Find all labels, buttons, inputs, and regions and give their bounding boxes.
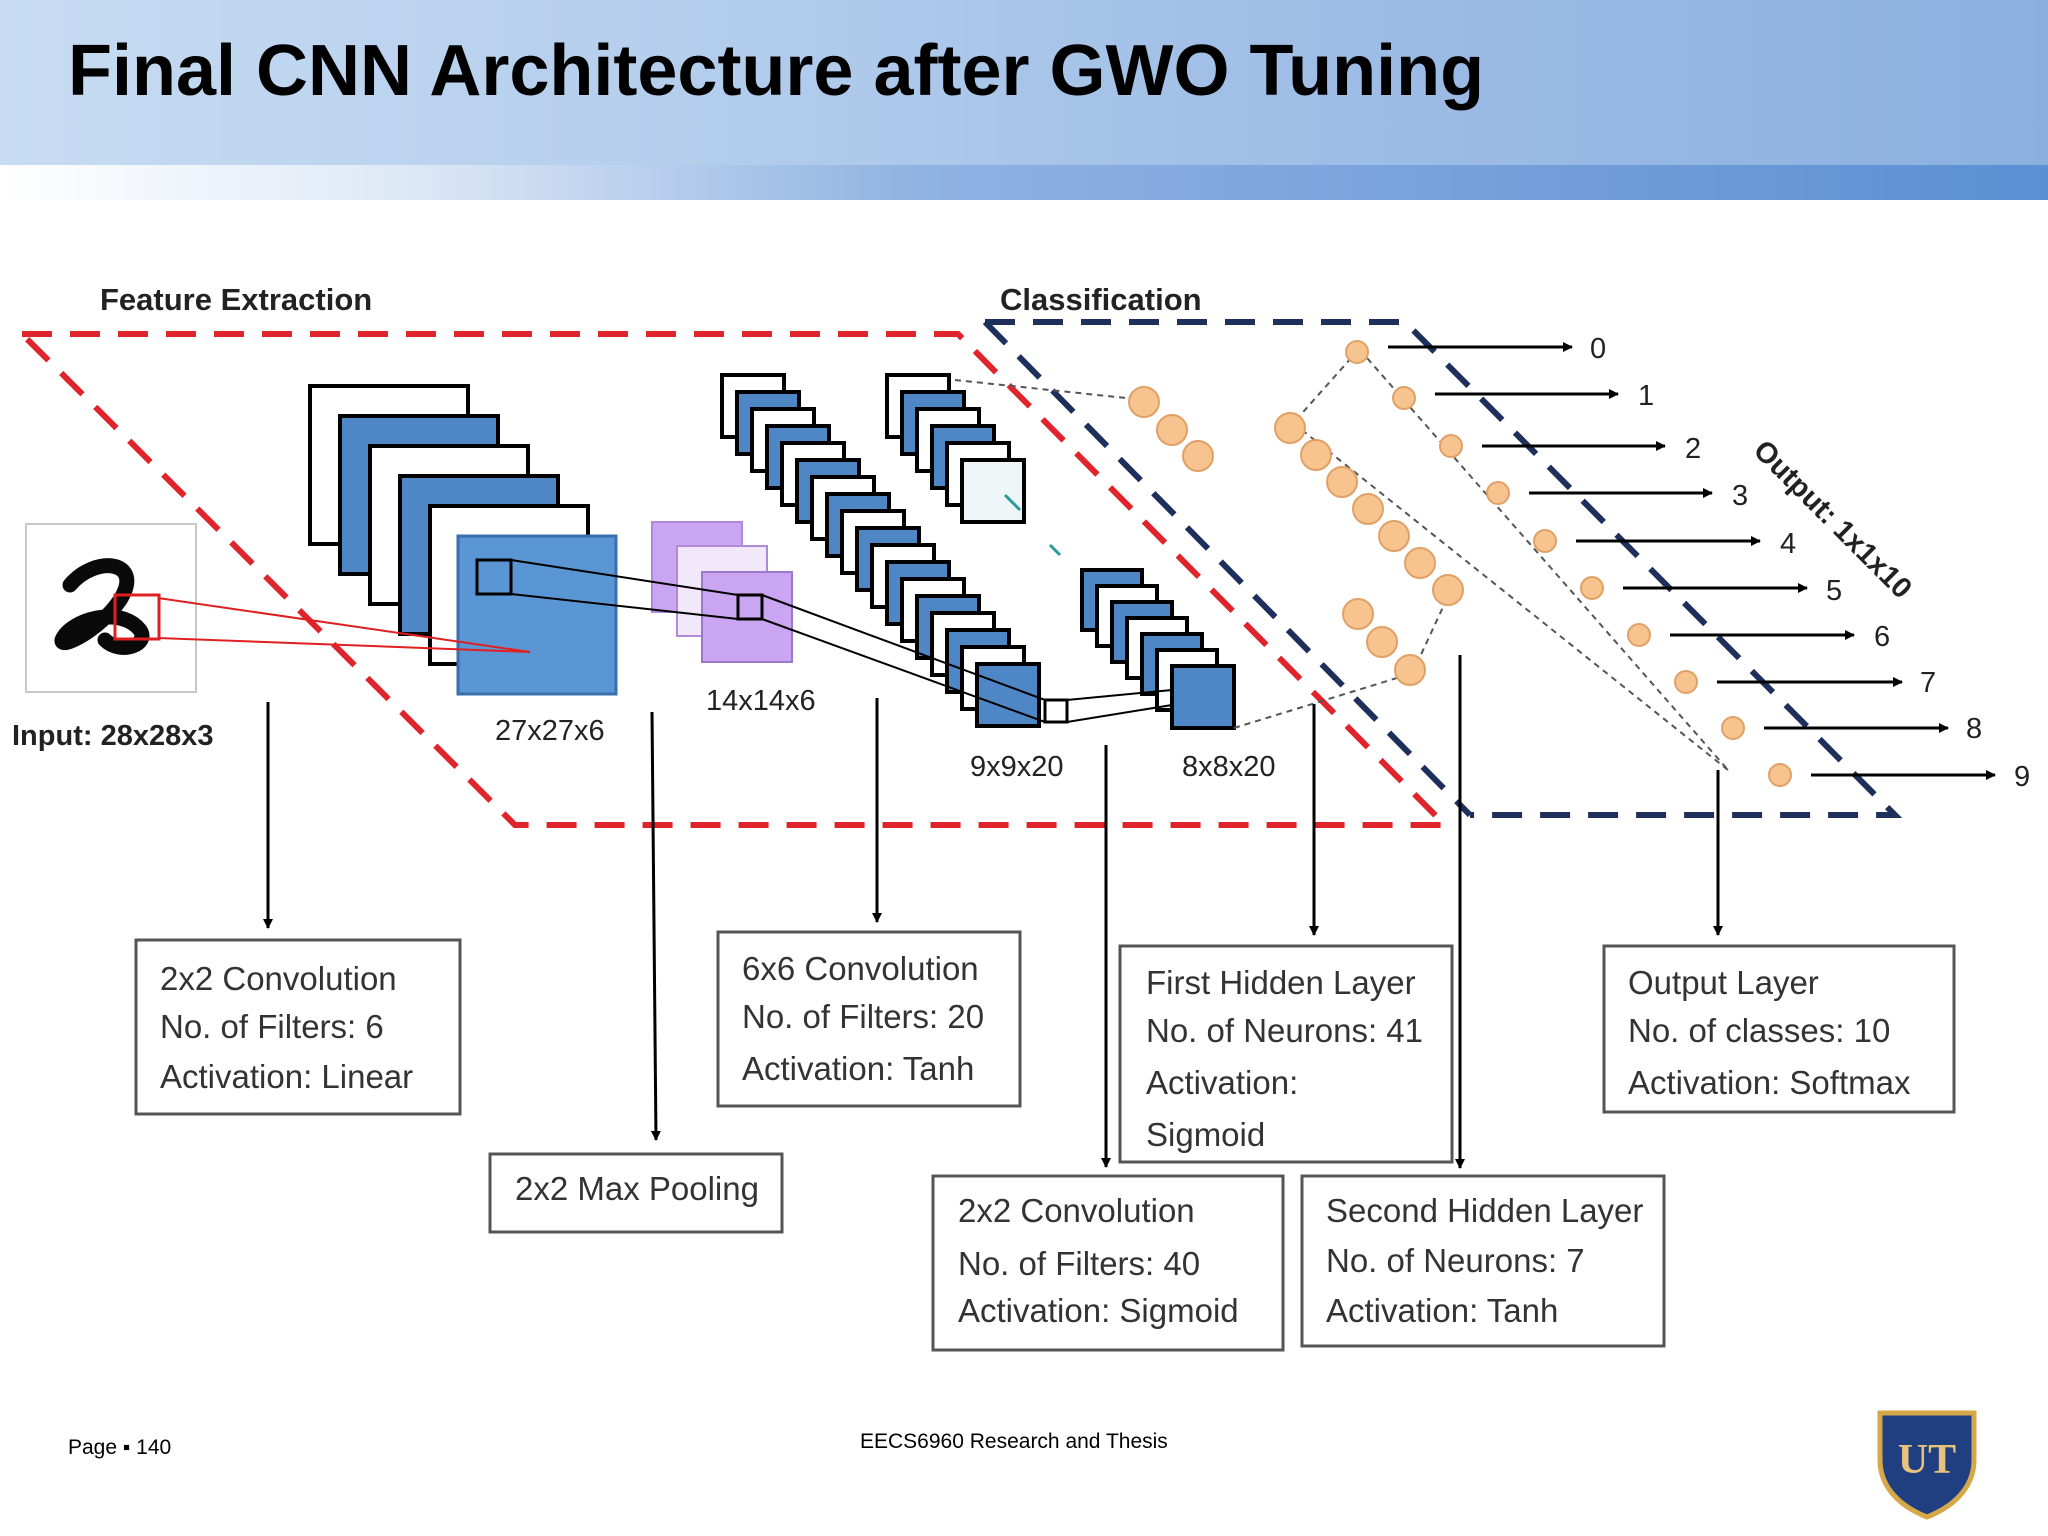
output-layer-neurons [1345,340,1792,787]
pool-feature-maps [651,521,793,663]
output-info-box: Output Layer No. of classes: 10 Activati… [1602,944,1956,1114]
box-line: 6x6 Convolution [742,950,979,987]
box-line: First Hidden Layer [1146,964,1416,1001]
conv2-connector [761,594,1046,701]
box-line: Activation: Linear [160,1058,413,1095]
university-logo: UT [1877,1410,1977,1520]
second-hidden-layer-neurons [1274,412,1464,606]
class-label: 0 [1590,333,1606,365]
conv1-feature-maps [308,384,618,696]
conv1-dimension-label: 27x27x6 [495,715,605,747]
box-line: No. of classes: 10 [1628,1012,1890,1049]
box-line: Output Layer [1628,964,1819,1001]
box-line: Activation: Tanh [742,1050,974,1087]
pool-dimension-label: 14x14x6 [706,685,816,717]
conv2-connector [761,618,1046,723]
class-label: 3 [1732,480,1748,512]
conv3-lower-maps [1080,568,1236,730]
class-label: 1 [1638,380,1654,412]
page-number: Page ▪ 140 [68,1436,172,1459]
box-line: Activation: Sigmoid [958,1292,1239,1329]
conv3-connector [1066,689,1173,701]
receptive-field-line [157,597,531,653]
box-line: No. of Filters: 20 [742,998,984,1035]
conv1-info-box: 2x2 Convolution No. of Filters: 6 Activa… [134,938,462,1116]
box-line: Activation: [1146,1064,1298,1101]
box-line: Second Hidden Layer [1326,1192,1643,1229]
class-label: 9 [2014,761,2030,793]
footer-course-name: EECS6960 Research and Thesis [860,1430,1168,1453]
header-band [0,165,2048,200]
class-label: 7 [1920,667,1936,699]
box-line: No. of Neurons: 7 [1326,1242,1585,1279]
box-line: 2x2 Max Pooling [515,1170,759,1207]
pooling-connector [510,593,739,620]
box-line: Activation: Tanh [1326,1292,1558,1329]
box-line: Activation: Softmax [1628,1064,1911,1101]
class-label: 4 [1780,528,1796,560]
hidden2-info-box: Second Hidden Layer No. of Neurons: 7 Ac… [1300,1174,1666,1348]
conv3-upper-maps [885,373,1062,557]
dense-connection-lines [954,347,1729,771]
output-arrows [1388,342,1996,780]
conv3-connector [1066,704,1173,723]
receptive-field-line [157,637,531,653]
pool-info-box: 2x2 Max Pooling [488,1152,784,1234]
feature-extraction-label: Feature Extraction [100,282,372,317]
box-line: No. of Filters: 40 [958,1245,1200,1282]
input-label: Input: 28x28x3 [12,720,213,752]
slide-title: Final CNN Architecture after GWO Tuning [68,31,1485,111]
class-label: 6 [1874,621,1890,653]
box-line: No. of Neurons: 41 [1146,1012,1423,1049]
logo-text: UT [1898,1437,1956,1483]
conv2-dimension-label: 9x9x20 [970,751,1064,783]
conv3-dimension-label: 8x8x20 [1182,751,1276,783]
classification-inner-border [982,319,1473,818]
pointer-arrows [263,655,1723,1169]
first-hidden-layer-neurons [1128,386,1426,686]
class-label: 5 [1826,575,1842,607]
feature-extraction-border [14,331,1453,828]
box-line: 2x2 Convolution [160,960,397,997]
conv3-info-box: 2x2 Convolution No. of Filters: 40 Activ… [931,1174,1285,1352]
output-class-labels: 0 1 2 3 4 5 6 7 8 9 [1590,333,2030,793]
box-line: No. of Filters: 6 [160,1008,384,1045]
class-label: 8 [1966,713,1982,745]
conv2-info-box: 6x6 Convolution No. of Filters: 20 Activ… [716,930,1022,1108]
classification-border [985,319,1903,818]
input-image [25,523,197,693]
box-line: Sigmoid [1146,1116,1265,1153]
pooling-connector [510,559,739,596]
hidden1-info-box: First Hidden Layer No. of Neurons: 41 Ac… [1118,944,1454,1164]
classification-label: Classification [1000,282,1202,317]
box-line: 2x2 Convolution [958,1192,1195,1229]
class-label: 2 [1685,433,1701,465]
